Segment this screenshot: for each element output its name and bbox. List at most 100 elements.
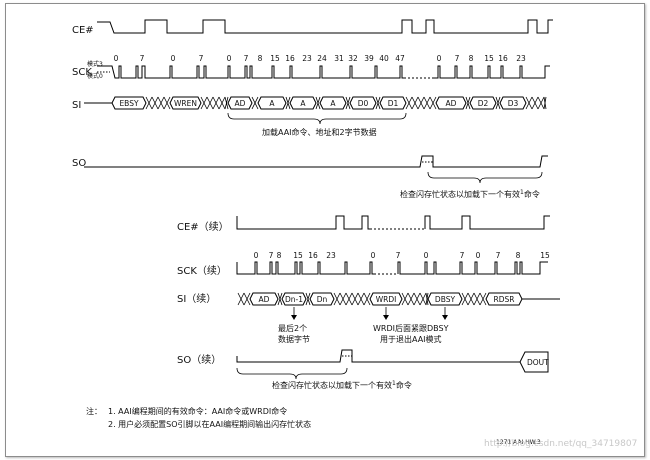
ce-signal-label: CE# [72,25,94,36]
dont-care-hatch [145,96,171,110]
si-box-bottom-ad-label: AD [259,295,270,304]
wrdi-annotation-1: WRDI后面紧跟DBSY [373,323,449,333]
dont-care-hatch [237,292,251,306]
sck-waveform-top [97,65,404,79]
sck-top-number: 8 [469,54,474,63]
sck-cont-label: SCK（续） [177,264,227,277]
si-box-top-4 [289,96,317,110]
dont-care-hatch [401,292,429,306]
figure-id: 1271 AAI.HW.3 [496,439,541,446]
si-box-bottom-wrdi [369,292,403,306]
dont-care-hatch [525,96,547,110]
sck-bottom-number: 7 [496,251,501,260]
dout-box [519,351,549,373]
dbsy-arrow [442,315,448,320]
sck-signal-label: SCK [72,67,92,78]
check-status-annotation-bottom: 检查闪存忙状态以加载下一个有效1命令 [272,380,412,390]
sck-bottom-number: 0 [371,251,376,260]
si-box-top-7-label: D1 [388,99,399,108]
ce-waveform-bottom [236,215,370,230]
sck-bottom-number: 7 [396,251,401,260]
notes-label: 注： [86,406,102,416]
sck-bottom-number: 0 [424,251,429,260]
check-status-brace-top [427,171,543,184]
dont-care-hatch [461,292,487,306]
note-2: 2. 用户必须配置SO引脚以在AAI编程期间输出闪存忙状态 [108,419,311,429]
si-box-top-5-label: A [330,99,336,108]
dont-care-hatch [375,96,381,110]
sck-top-number: 0 [227,54,232,63]
dont-care-hatch [285,96,291,110]
si-box-top-6 [349,96,377,110]
dont-care-hatch [405,96,437,110]
sck-top-number: 24 [317,54,327,63]
si-box-wren [169,96,202,110]
sck-bottom-number: 23 [326,251,336,260]
sck-top-number: 0 [437,54,442,63]
sck-top-number: 39 [364,54,374,63]
si-box-top-4-label: A [300,99,306,108]
so-signal-label: SO [72,158,86,169]
sck-waveform-top-2 [433,65,550,79]
si-box-bottom-dn1-label: Dn-1 [285,295,303,304]
sck-waveform-bottom-2 [397,261,548,275]
ce-waveform-bottom-2 [424,215,550,230]
dont-care-hatch [305,292,311,306]
si-box-top-d3-label: D3 [508,99,519,108]
sck-top-number: 32 [348,54,358,63]
si-box-bottom-wrdi-label: WRDI [376,295,397,304]
sck-top-number: 0 [114,54,119,63]
si-box-top-2 [227,96,253,110]
si-box-top-5 [319,96,347,110]
wrdi-arrow [383,315,389,320]
dont-care-hatch [345,96,351,110]
si-box-top-7 [379,96,407,110]
sck-bottom-number: 7 [269,251,274,260]
si-box-top-d3 [499,96,527,110]
last-two-annotation-2: 数据字节 [278,334,310,344]
si-box-bottom-dbsy-label: DBSY [435,295,456,304]
sck-top-number: 47 [395,54,405,63]
sck-top-number: 15 [270,54,280,63]
sck-top-number: 16 [498,54,508,63]
si-box-top-d2 [469,96,497,110]
sck-top-number: 7 [199,54,204,63]
sck-top-number: 7 [455,54,460,63]
si-box-top-3-label: A [269,99,275,108]
si-box-top-ad2-label: AD [446,99,457,108]
ce-cont-label: CE#（续） [177,220,229,233]
wrdi-annotation-2: 用于退出AAI模式 [380,334,442,344]
si-box-bottom-dn1 [281,292,307,306]
si-box-ebsy-label: EBSY [119,99,139,108]
dont-care-hatch [200,96,229,110]
sck-bottom-number: 7 [460,251,465,260]
si-box-bottom-rdsr-label: RDSR [494,295,515,304]
sck-top-number: 40 [379,54,389,63]
load-command-annotation: 加载AAI命令、地址和2字节数据 [262,127,377,137]
si-box-bottom-dbsy [427,292,463,306]
timing-diagram-frame [5,3,645,457]
dont-care-hatch [251,96,259,110]
sck-top-number: 8 [258,54,263,63]
sck-bottom-number: 0 [476,251,481,260]
sck-top-number: 0 [171,54,176,63]
sck-top-number: 7 [140,54,145,63]
so-cont-label: SO（续） [177,353,221,366]
check-status-brace-bottom [236,367,348,380]
si-box-top-2-label: AD [235,99,246,108]
load-command-brace [227,112,407,125]
sck-bottom-number: 0 [254,251,259,260]
sck-waveform-bottom [236,261,374,275]
dont-care-hatch [465,96,471,110]
dont-care-hatch [333,292,371,306]
si-cont-label: SI（续） [177,292,216,305]
ce-waveform-top [97,19,553,34]
note-1: 1. AAI编程期间的有效命令：AAI命令或WRDI命令 [108,406,287,416]
sck-top-number: 16 [285,54,295,63]
mode3-label: 模式3 [87,60,103,68]
sck-top-number: 31 [334,54,344,63]
